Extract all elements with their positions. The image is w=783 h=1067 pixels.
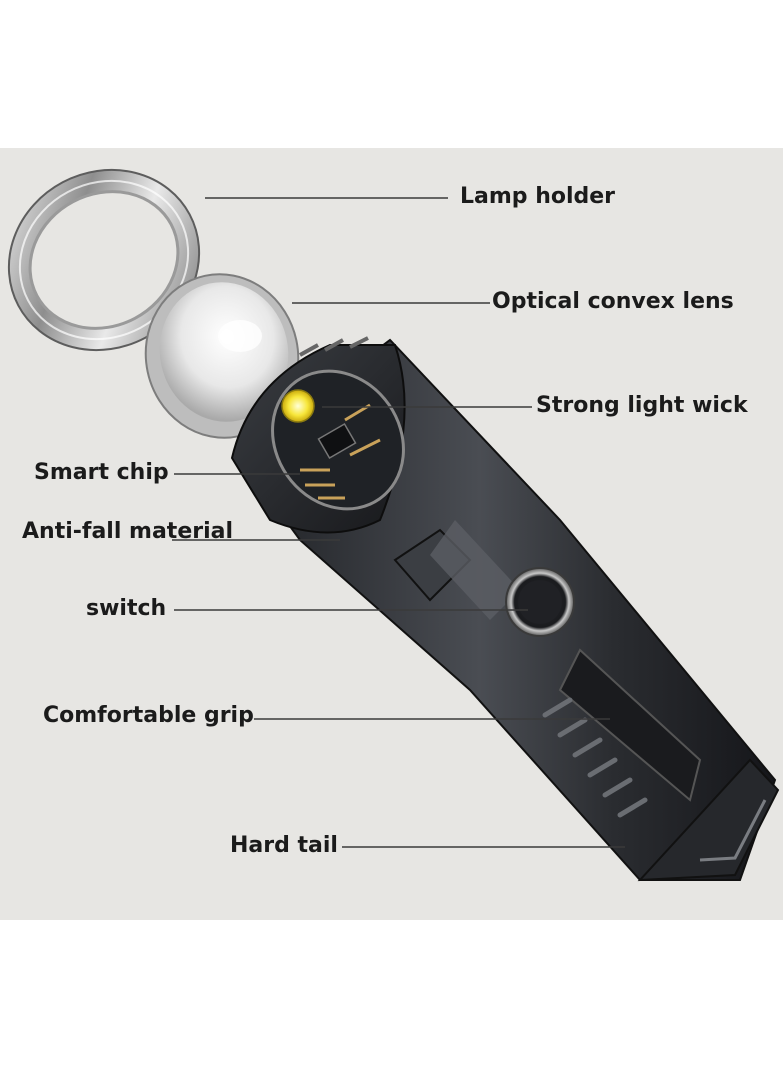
label-switch: switch xyxy=(86,596,167,621)
flashlight-body xyxy=(230,336,780,882)
label-comfortable-grip: Comfortable grip xyxy=(43,703,254,728)
label-hard-tail: Hard tail xyxy=(230,833,338,858)
label-lamp-holder: Lamp holder xyxy=(460,184,616,209)
label-strong-light-wick: Strong light wick xyxy=(536,393,748,418)
label-anti-fall-material: Anti-fall material xyxy=(22,519,234,544)
leader-lines xyxy=(172,197,625,848)
label-smart-chip: Smart chip xyxy=(34,460,169,485)
lamp-holder-ring xyxy=(7,168,201,352)
label-optical-convex-lens: Optical convex lens xyxy=(492,289,734,314)
